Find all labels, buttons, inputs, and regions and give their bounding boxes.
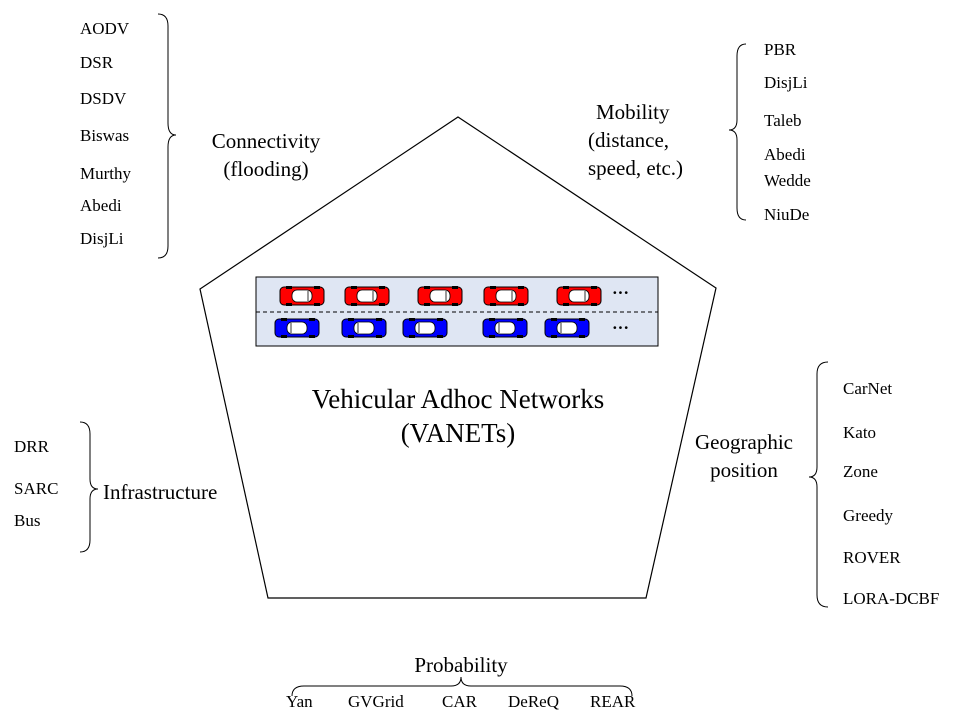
connectivity-label: Connectivity (flooding) — [196, 127, 336, 183]
protocol-gvgrid: GVGrid — [348, 692, 404, 711]
car-icon — [417, 286, 463, 306]
geographic-label-line1: Geographic — [695, 430, 793, 454]
top-lane-cars — [279, 286, 602, 306]
infrastructure-brace — [79, 421, 99, 553]
protocol-abedi: Abedi — [764, 145, 806, 164]
car-icon — [483, 286, 529, 306]
protocol-pbr: PBR — [764, 40, 797, 59]
protocol-zone: Zone — [843, 462, 878, 481]
car-icon — [482, 318, 528, 338]
protocol-lora-dcbf: LORA-DCBF — [843, 589, 940, 608]
geographic-label: Geographic position — [682, 428, 806, 484]
protocol-rear: REAR — [590, 692, 636, 711]
center-title-line2: (VANETs) — [400, 418, 516, 448]
connectivity-label-line2: (flooding) — [223, 157, 309, 181]
car-icon — [341, 318, 387, 338]
infrastructure-label: Infrastructure — [103, 480, 218, 504]
probability-label: Probability — [414, 653, 508, 677]
protocol-disjli: DisjLi — [80, 229, 124, 248]
protocol-yan: Yan — [286, 692, 313, 711]
mobility-label-line3: speed, etc.) — [588, 156, 684, 180]
center-title: Vehicular Adhoc Networks (VANETs) — [268, 382, 648, 450]
protocol-kato: Kato — [843, 423, 877, 442]
car-icon — [402, 318, 448, 338]
protocol-bus: Bus — [14, 511, 41, 530]
top-lane-ellipsis: ··· — [612, 283, 630, 302]
protocol-rover: ROVER — [843, 548, 901, 567]
protocol-dsr: DSR — [80, 53, 114, 72]
protocol-drr: DRR — [14, 437, 49, 456]
mobility-label-line1: Mobility — [596, 100, 670, 124]
protocol-car: CAR — [442, 692, 477, 711]
geographic-brace — [808, 361, 829, 608]
protocol-niude: NiuDe — [764, 205, 810, 224]
center-title-line1: Vehicular Adhoc Networks — [311, 384, 605, 414]
mobility-brace — [728, 43, 747, 221]
connectivity-brace — [157, 13, 177, 259]
protocol-dereq: DeReQ — [508, 692, 559, 711]
protocol-greedy: Greedy — [843, 506, 894, 525]
protocol-taleb: Taleb — [764, 111, 802, 130]
probability-brace — [291, 676, 633, 697]
protocol-aodv: AODV — [80, 19, 130, 38]
connectivity-label-line1: Connectivity — [211, 129, 321, 153]
mobility-label-line2: (distance, — [588, 128, 670, 152]
pentagon-outline — [199, 116, 717, 599]
protocol-sarc: SARC — [14, 479, 59, 498]
bottom-lane-cars — [274, 318, 590, 338]
protocol-murthy: Murthy — [80, 164, 131, 183]
bottom-lane-ellipsis: ··· — [612, 318, 630, 337]
protocol-disjli: DisjLi — [764, 73, 808, 92]
protocol-dsdv: DSDV — [80, 89, 127, 108]
car-icon — [274, 318, 320, 338]
car-icon — [279, 286, 325, 306]
protocol-carnet: CarNet — [843, 379, 893, 398]
geographic-label-line2: position — [710, 458, 778, 482]
protocol-wedde: Wedde — [764, 171, 811, 190]
car-icon — [344, 286, 390, 306]
car-icon — [556, 286, 602, 306]
car-icon — [544, 318, 590, 338]
protocol-biswas: Biswas — [80, 126, 130, 145]
protocol-abedi: Abedi — [80, 196, 122, 215]
mobility-label: Mobility (distance, speed, etc.) — [588, 98, 738, 182]
